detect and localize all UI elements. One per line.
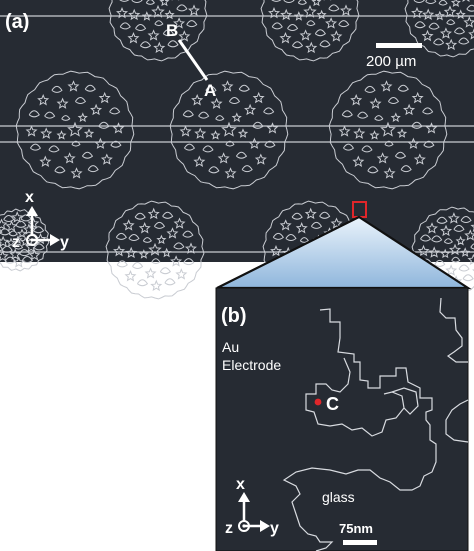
- axis-y-label-b: y: [270, 520, 279, 537]
- point-c-marker: [314, 398, 322, 406]
- axis-z-label-b: z: [225, 520, 233, 537]
- pointer-line-b-to-a: [177, 39, 209, 81]
- scale-bar-a-line: [376, 43, 422, 48]
- electrode-label-line1: Au: [222, 339, 239, 355]
- substrate-label: glass: [322, 489, 355, 505]
- axis-z-label-a: z: [12, 234, 20, 251]
- axes-indicator-b: x z y: [225, 476, 279, 537]
- axes-indicator-a: x z y: [12, 189, 69, 251]
- panel-a-label: (a): [5, 11, 29, 33]
- panel-b-background: [215, 287, 469, 551]
- scale-bar-a: 200 µm: [366, 43, 422, 70]
- axis-x-label-a: x: [25, 189, 34, 206]
- electrode-label-line2: Electrode: [222, 357, 281, 373]
- panel-a: B A 200 µm (a) x z y: [0, 0, 474, 300]
- scale-bar-b: 75nm: [339, 521, 377, 545]
- panel-b: C (b) Au Electrode glass 75nm x z y: [215, 287, 469, 551]
- axis-y-label-a: y: [60, 234, 69, 251]
- electrode-boundary-lines: [0, 15, 474, 253]
- panel-b-label: (b): [221, 305, 247, 327]
- point-b-label: B: [166, 21, 178, 40]
- point-c-label: C: [326, 394, 339, 414]
- axis-x-label-b: x: [236, 476, 245, 493]
- scale-bar-b-label: 75nm: [339, 521, 373, 536]
- point-a-label: A: [204, 81, 216, 100]
- scale-bar-b-line: [343, 540, 377, 545]
- electrode-boundary-contours: [282, 297, 469, 551]
- scale-bar-a-label: 200 µm: [366, 53, 416, 70]
